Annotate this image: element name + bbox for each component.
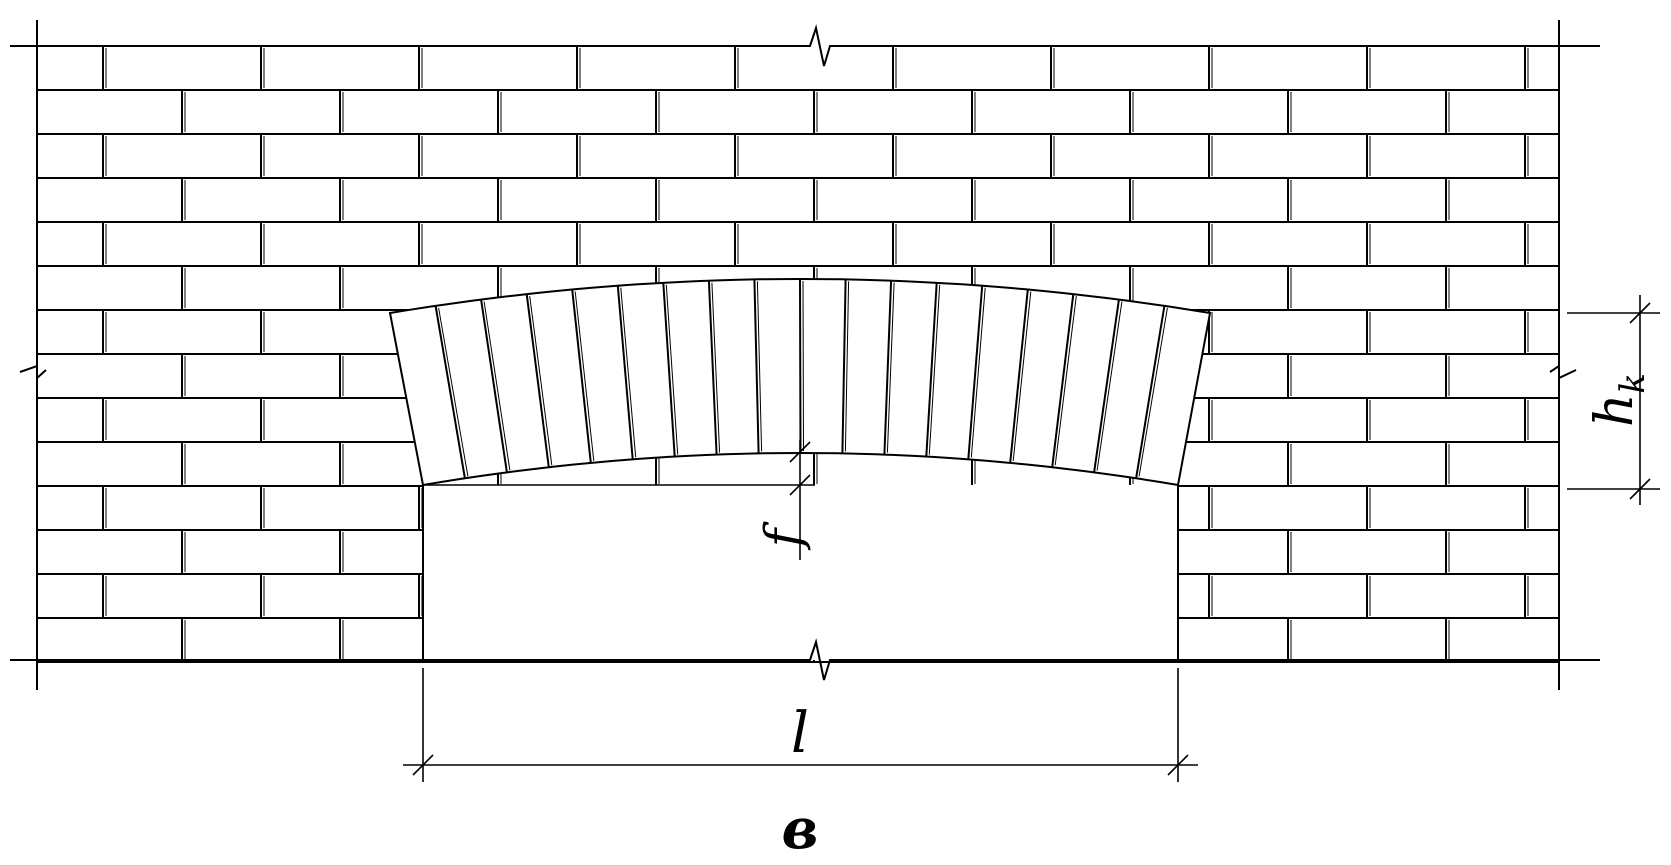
bottom-break-line [10, 638, 1600, 681]
voussoir-joint-shadow [928, 284, 941, 455]
voussoir-joint [841, 279, 847, 454]
voussoir-joint-shadow [574, 291, 595, 461]
voussoir-joint [967, 285, 984, 460]
voussoir-joint-shadow [711, 282, 721, 453]
voussoir-joint [525, 293, 550, 468]
rise-tick-top [789, 441, 811, 463]
voussoir-joint [883, 280, 893, 455]
voussoir-joint-shadow [1054, 296, 1077, 466]
voussoir-joint-shadow [886, 282, 895, 453]
arch-height-label: hk [1585, 373, 1653, 427]
voussoir-joint-shadow [802, 280, 804, 452]
voussoir-joint [799, 278, 802, 454]
voussoir-joint-shadow [529, 296, 553, 466]
span-label: l [791, 701, 809, 766]
right-break-mark [1549, 364, 1577, 380]
arch-height-symbol: h [1585, 394, 1645, 428]
voussoir-joint-shadow [665, 284, 679, 455]
voussoir-joint-shadow [620, 287, 637, 458]
voussoir-joint [616, 285, 634, 460]
hk-tick-bottom [1629, 478, 1651, 500]
voussoir-joint-shadow [438, 307, 469, 477]
left-break-mark [19, 364, 47, 381]
voussoir-joint-shadow [483, 301, 511, 471]
voussoir-joint [1093, 299, 1120, 473]
jack-arch [388, 277, 1212, 487]
voussoir-joint [434, 305, 466, 479]
voussoir-joint-shadow [756, 281, 763, 452]
rise-tick-bottom [789, 474, 811, 496]
opening-jambs [422, 485, 1179, 660]
voussoir-joint [571, 289, 592, 464]
voussoir-joint [707, 280, 718, 455]
voussoir-joint [753, 279, 760, 454]
rise-dimension [423, 440, 815, 560]
arch-height-dimension [1567, 295, 1660, 505]
arch-height-subscript: k [1613, 373, 1653, 394]
top-break-line [10, 24, 1600, 67]
voussoir-joint [1135, 305, 1166, 479]
voussoir-joint [662, 282, 676, 457]
span-dimension [403, 668, 1198, 782]
voussoir-joint [925, 282, 938, 457]
voussoir-joint-shadow [1012, 291, 1032, 461]
voussoir-joint [1051, 293, 1075, 468]
span-tick-right [1167, 754, 1189, 776]
subfigure-label: в [782, 796, 819, 862]
wall-outline [10, 20, 1600, 690]
voussoir-joint [1009, 289, 1029, 464]
span-tick-left [412, 754, 434, 776]
voussoir-joint [480, 299, 508, 473]
voussoir-joint-shadow [1096, 301, 1123, 471]
hk-tick-top [1629, 302, 1651, 324]
voussoir-joint-shadow [1138, 307, 1168, 477]
voussoir-joint-shadow [844, 281, 850, 452]
voussoir-joint-shadow [970, 287, 986, 458]
